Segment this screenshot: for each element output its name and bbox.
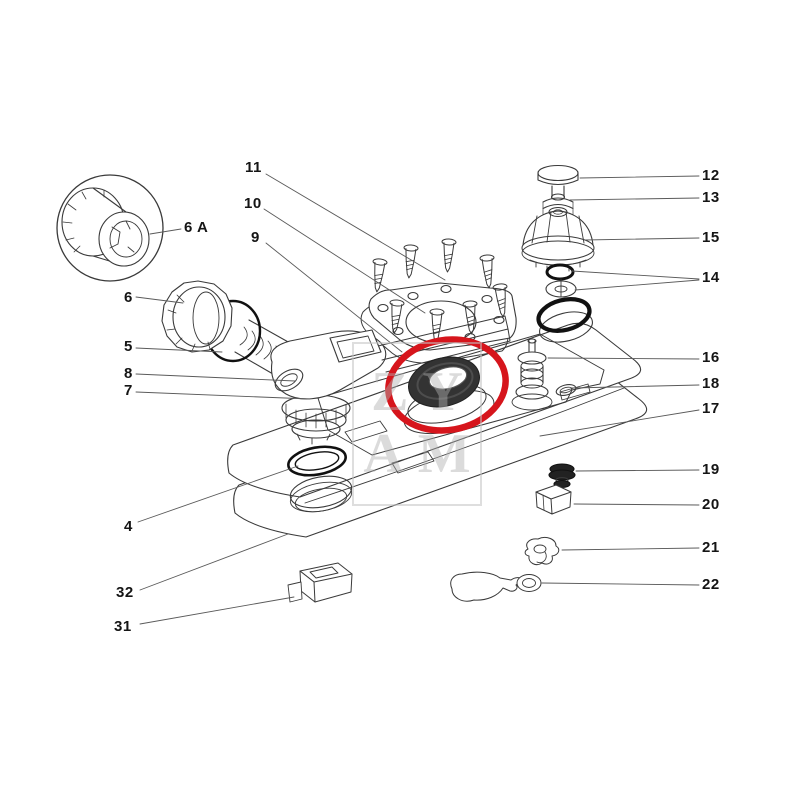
- part-label-15: 15: [702, 229, 720, 246]
- block-20: [535, 484, 572, 515]
- part-label-4: 4: [124, 518, 133, 535]
- part-label-16: 16: [702, 349, 720, 366]
- leader-lines: [135, 173, 700, 625]
- cap-6: [161, 280, 233, 353]
- magnifier-inset: [56, 174, 164, 282]
- seat-o-ring: [536, 297, 593, 343]
- pipe-coupler: [281, 394, 351, 445]
- part-label-19: 19: [702, 461, 720, 478]
- highlight-ellipse: [385, 336, 509, 434]
- valve-dome-15: [521, 206, 595, 272]
- part-label-21: 21: [702, 539, 720, 556]
- screws: [372, 238, 508, 343]
- part-label-9: 9: [251, 229, 260, 246]
- part-label-6: 6: [124, 289, 133, 306]
- o-ring-4: [287, 445, 347, 477]
- part-label-6a: 6 A: [184, 219, 209, 236]
- part-label-13: 13: [702, 189, 720, 206]
- plate-opening: [289, 475, 353, 513]
- drain-valve-16: [511, 338, 553, 411]
- part-label-32: 32: [116, 584, 134, 601]
- cap-6a-detail: [61, 187, 150, 267]
- part-label-18: 18: [702, 375, 720, 392]
- mounting-plate: [368, 282, 517, 351]
- part-label-10: 10: [244, 195, 262, 212]
- part-label-7: 7: [124, 382, 133, 399]
- part-label-17: 17: [702, 400, 720, 417]
- part-label-5: 5: [124, 338, 133, 355]
- bracket-31: [287, 562, 353, 603]
- part-label-20: 20: [702, 496, 720, 513]
- grommet-19: [548, 463, 576, 489]
- lever-22: [450, 571, 542, 602]
- clip-21: [524, 536, 560, 566]
- part-label-11: 11: [245, 159, 262, 176]
- seal-rings-14: [545, 263, 577, 298]
- part-label-31: 31: [114, 618, 132, 635]
- part-label-14: 14: [702, 269, 720, 286]
- part-label-22: 22: [702, 576, 720, 593]
- part-label-8: 8: [124, 365, 133, 382]
- valve-cap-12: [537, 164, 579, 201]
- pipe-port: [274, 368, 304, 392]
- part-label-12: 12: [702, 167, 720, 184]
